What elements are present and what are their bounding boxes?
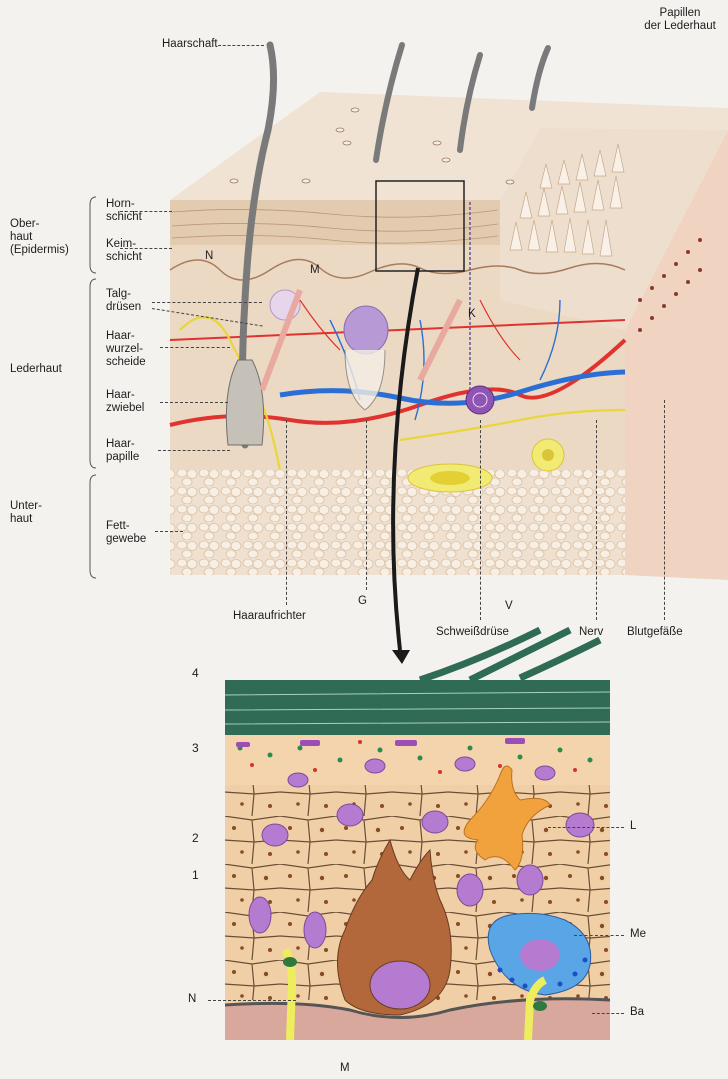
label-schweissdruese: Schweißdrüse <box>436 626 509 639</box>
label-haarschaft: Haarschaft <box>162 38 218 51</box>
label-nerv: Nerv <box>579 626 603 639</box>
label-papillen-der-lederhaut: Papillen der Lederhaut <box>632 7 728 33</box>
label-haarzwiebel: Haar- zwiebel <box>106 389 144 415</box>
label-lederhaut: Lederhaut <box>10 363 62 376</box>
label-m-detail: M <box>340 1062 350 1075</box>
skin-block <box>170 45 728 580</box>
label-unterhaut: Unter- haut <box>10 500 42 526</box>
label-haarwurzelscheide: Haar- wurzel- scheide <box>106 330 146 369</box>
label-layer-2: 2 <box>192 832 199 845</box>
label-layer-1: 1 <box>192 869 199 882</box>
label-blutgefaesse: Blutgefäße <box>627 626 683 639</box>
label-ba: Ba <box>630 1006 644 1019</box>
label-oberhaut: Ober- haut (Epidermis) <box>10 218 69 257</box>
label-haarpapille: Haar- papille <box>106 438 139 464</box>
label-m: M <box>310 264 320 277</box>
label-v: V <box>505 600 513 613</box>
sweat-gland <box>466 386 494 414</box>
label-hornschicht: Horn- schicht <box>106 198 142 224</box>
label-keimschicht: Keim- schicht <box>106 238 142 264</box>
label-layer-3: 3 <box>192 742 199 755</box>
label-l: L <box>630 820 636 833</box>
horn-layer <box>170 200 500 245</box>
label-n: N <box>205 250 213 263</box>
label-haaraufrichter: Haaraufrichter <box>233 610 306 623</box>
epidermis-detail <box>225 630 610 1040</box>
label-fettgewebe: Fett- gewebe <box>106 520 146 546</box>
label-g: G <box>358 595 367 608</box>
fat-tissue <box>170 470 625 575</box>
label-k: K <box>468 308 476 321</box>
label-layer-4: 4 <box>192 667 199 680</box>
horn-layer-detail <box>225 680 610 735</box>
layer-brackets <box>84 195 98 580</box>
label-me: Me <box>630 928 646 941</box>
label-talgdruesen: Talg- drüsen <box>106 288 141 314</box>
label-n-detail: N <box>188 993 196 1006</box>
